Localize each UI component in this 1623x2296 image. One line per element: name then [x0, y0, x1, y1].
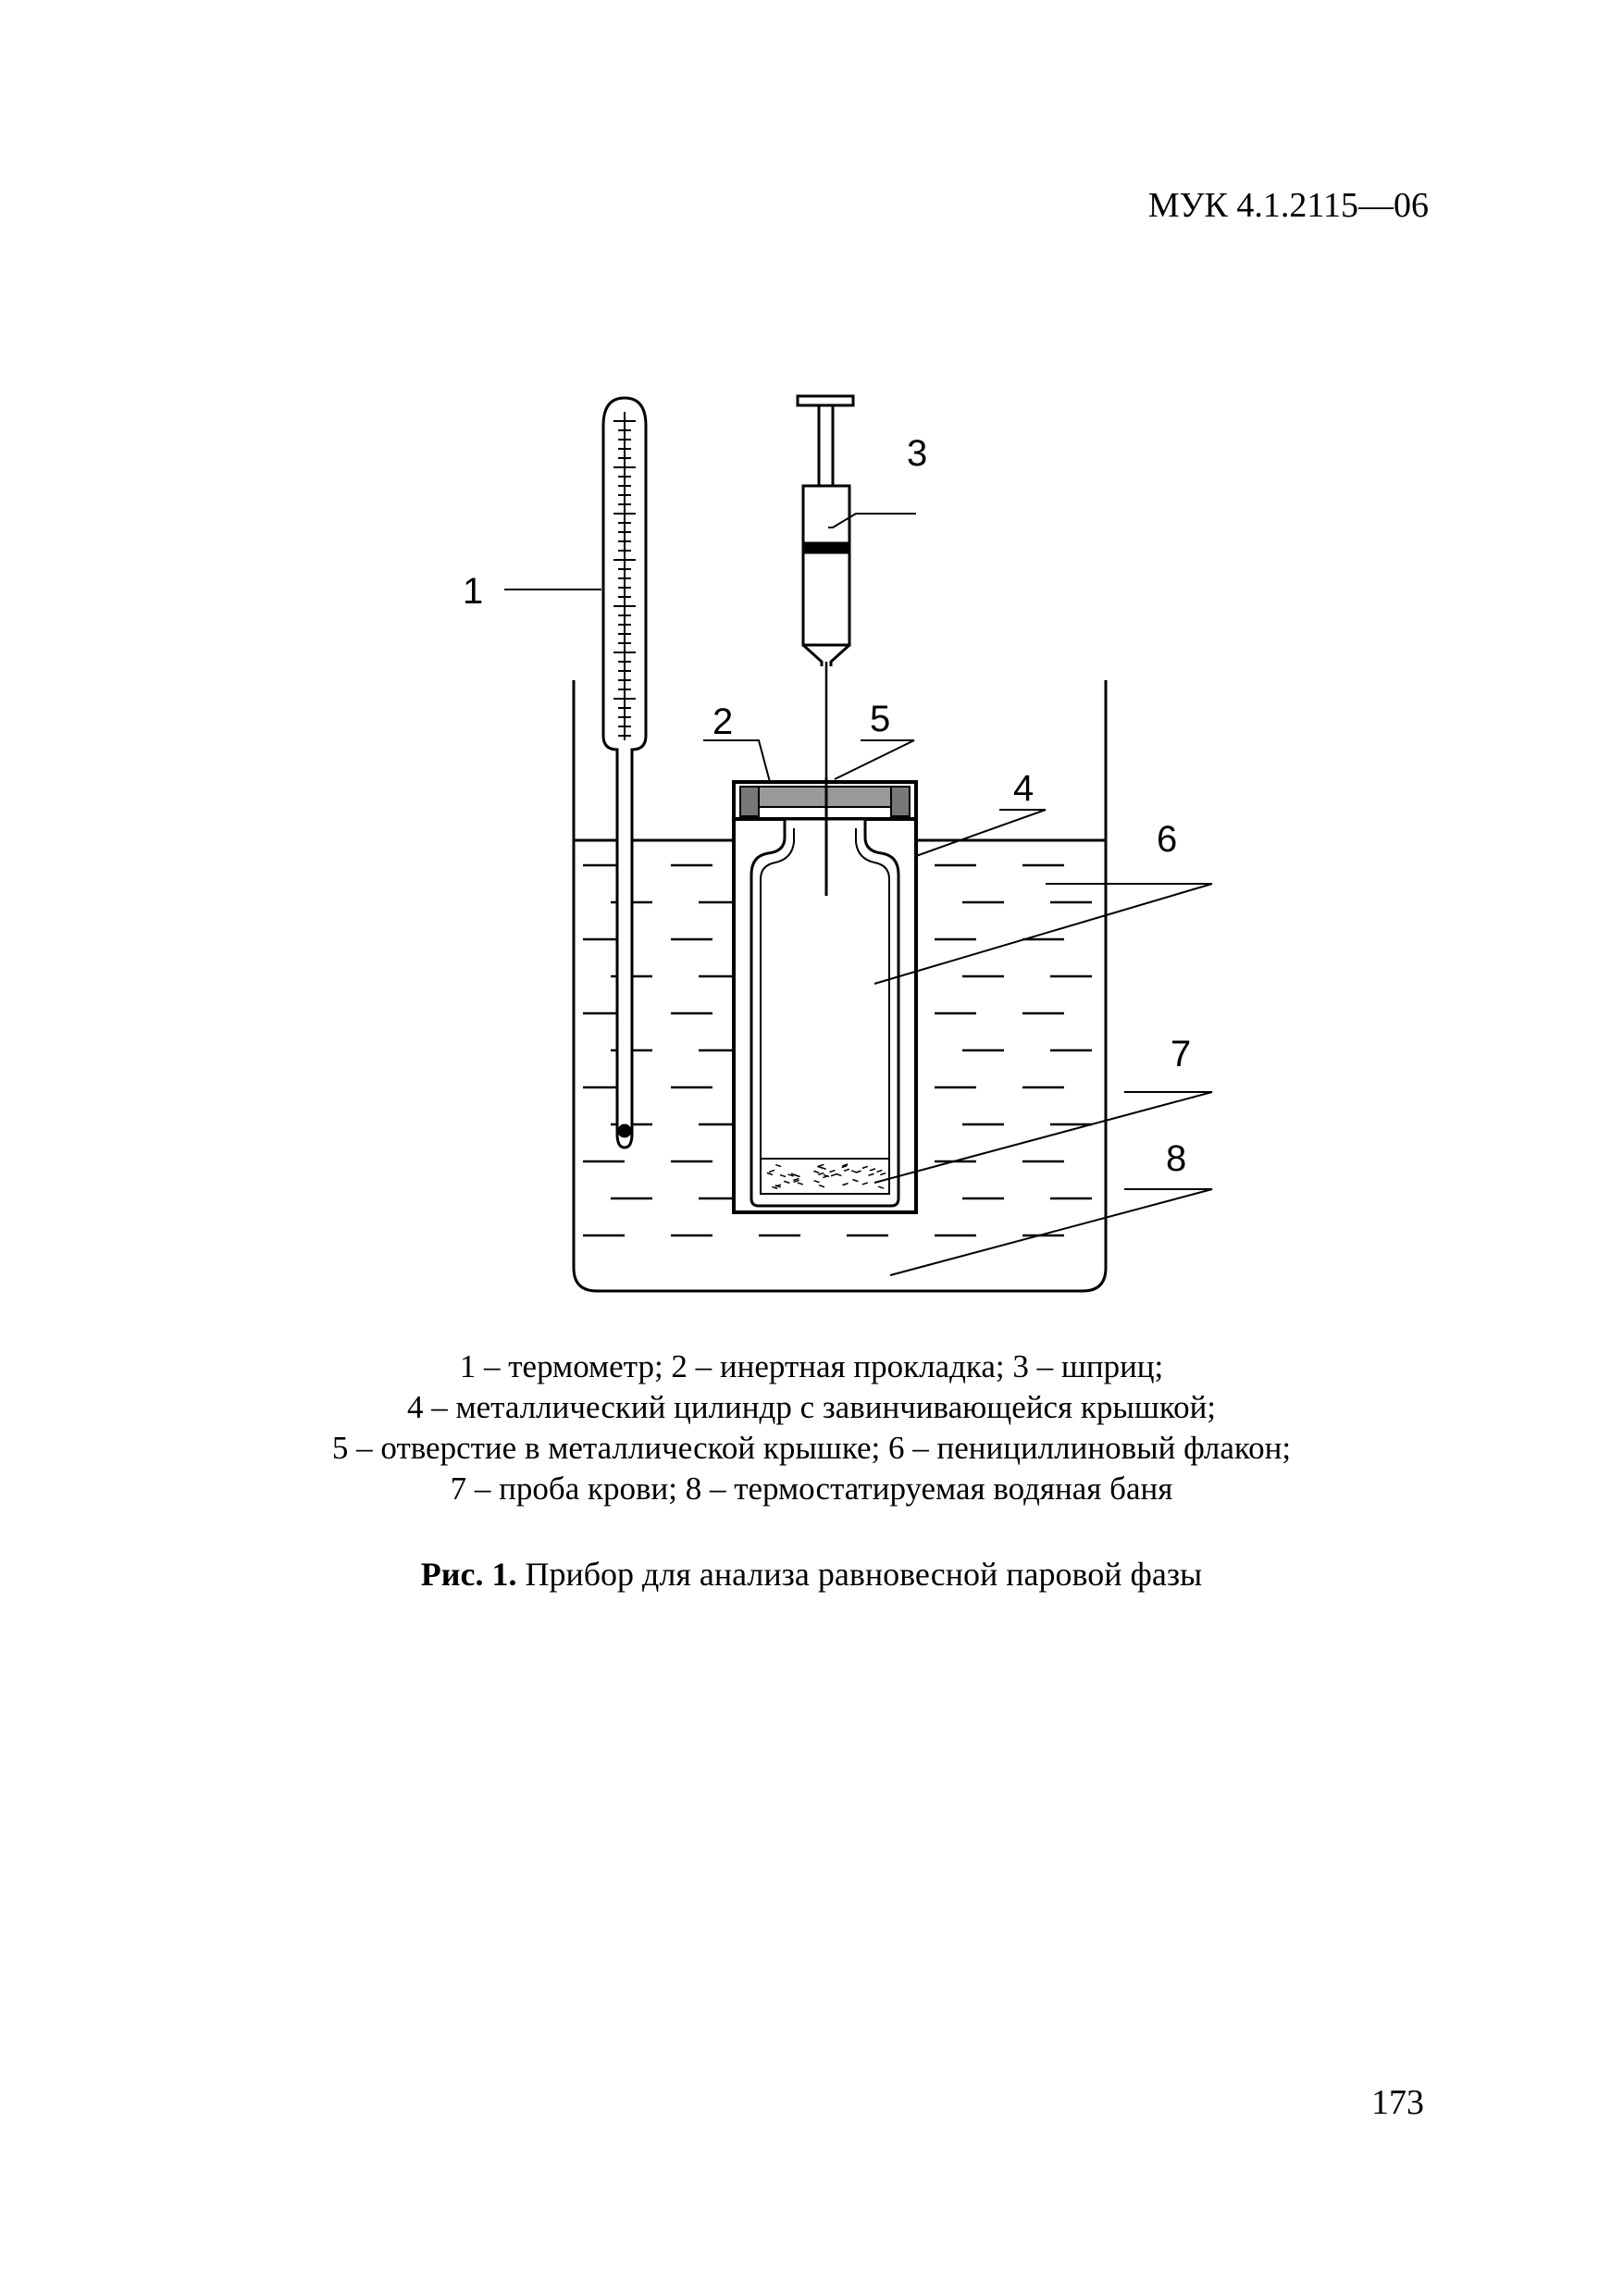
sample-speckle [843, 1168, 850, 1173]
legend-line: 4 – металлический цилиндр с завинчивающе… [406, 1389, 1217, 1425]
label-4: 4 [1013, 768, 1034, 809]
sample-speckle [876, 1169, 883, 1173]
sample-speckle [823, 1173, 830, 1178]
sample-speckle [818, 1184, 825, 1188]
sample-speckle [836, 1173, 842, 1177]
sample-speckle [829, 1169, 836, 1173]
sample-speckle [861, 1182, 869, 1185]
sample-speckle [841, 1164, 848, 1169]
label-6: 6 [1157, 819, 1177, 860]
sample-speckle [779, 1173, 787, 1178]
sample-speckle [774, 1163, 782, 1168]
sample-speckle [784, 1180, 790, 1185]
sample-speckle [774, 1184, 782, 1187]
sample-speckle [850, 1170, 858, 1173]
sample-speckle [813, 1179, 820, 1184]
label-1: 1 [463, 571, 483, 612]
blood-sample [760, 1158, 890, 1195]
figure-caption: Рис. 1. Прибор для анализа равновесной п… [0, 1555, 1623, 1594]
sample-speckle [852, 1178, 859, 1183]
sample-speckle [790, 1173, 798, 1176]
label-3: 3 [907, 433, 927, 474]
legend-line: 7 – проба крови; 8 – термостатируемая во… [450, 1471, 1173, 1507]
page-number: 173 [1371, 2083, 1424, 2122]
sample-speckle [877, 1185, 885, 1189]
sample-speckle [842, 1182, 849, 1186]
thermometer [601, 396, 648, 1149]
diagram-labels: 1 2 3 4 5 6 7 8 [463, 433, 1191, 1179]
label-7: 7 [1171, 1034, 1191, 1074]
caption-prefix: Рис. 1. [420, 1556, 517, 1593]
legend-line: 5 – отверстие в металлической крышке; 6 … [331, 1430, 1292, 1466]
apparatus-diagram: 1 2 3 4 5 6 7 8 [463, 394, 1213, 1293]
sample-speckle [879, 1172, 886, 1176]
legend-line: 1 – термометр; 2 – инертная прокладка; 3… [459, 1348, 1164, 1384]
sample-speckle [818, 1172, 824, 1176]
sample-speckle [861, 1165, 869, 1170]
figure-legend: 1 – термометр; 2 – инертная прокладка; 3… [0, 1347, 1623, 1509]
sample-speckle [793, 1177, 799, 1182]
label-5: 5 [870, 699, 890, 739]
sample-speckle [841, 1163, 849, 1167]
sample-speckle [797, 1182, 804, 1185]
sample-speckle [787, 1173, 794, 1177]
sample-speckle [768, 1169, 775, 1173]
label-2: 2 [712, 701, 733, 742]
sample-speckle [820, 1166, 826, 1170]
penicillin-vial [750, 817, 900, 1208]
document-code: МУК 4.1.2115—06 [1147, 186, 1429, 225]
sample-speckle [868, 1173, 874, 1176]
leader-lines [504, 513, 1213, 1276]
sample-speckle [830, 1173, 837, 1177]
sample-speckle [818, 1163, 824, 1168]
caption-text: Прибор для анализа равновесной паровой ф… [516, 1556, 1203, 1593]
label-8: 8 [1166, 1138, 1186, 1179]
sample-speckle [869, 1168, 876, 1172]
sample-speckle [772, 1185, 778, 1190]
sample-speckle [766, 1172, 774, 1176]
sample-speckle [793, 1179, 799, 1184]
syringe [796, 394, 855, 896]
sample-speckle [813, 1170, 820, 1174]
